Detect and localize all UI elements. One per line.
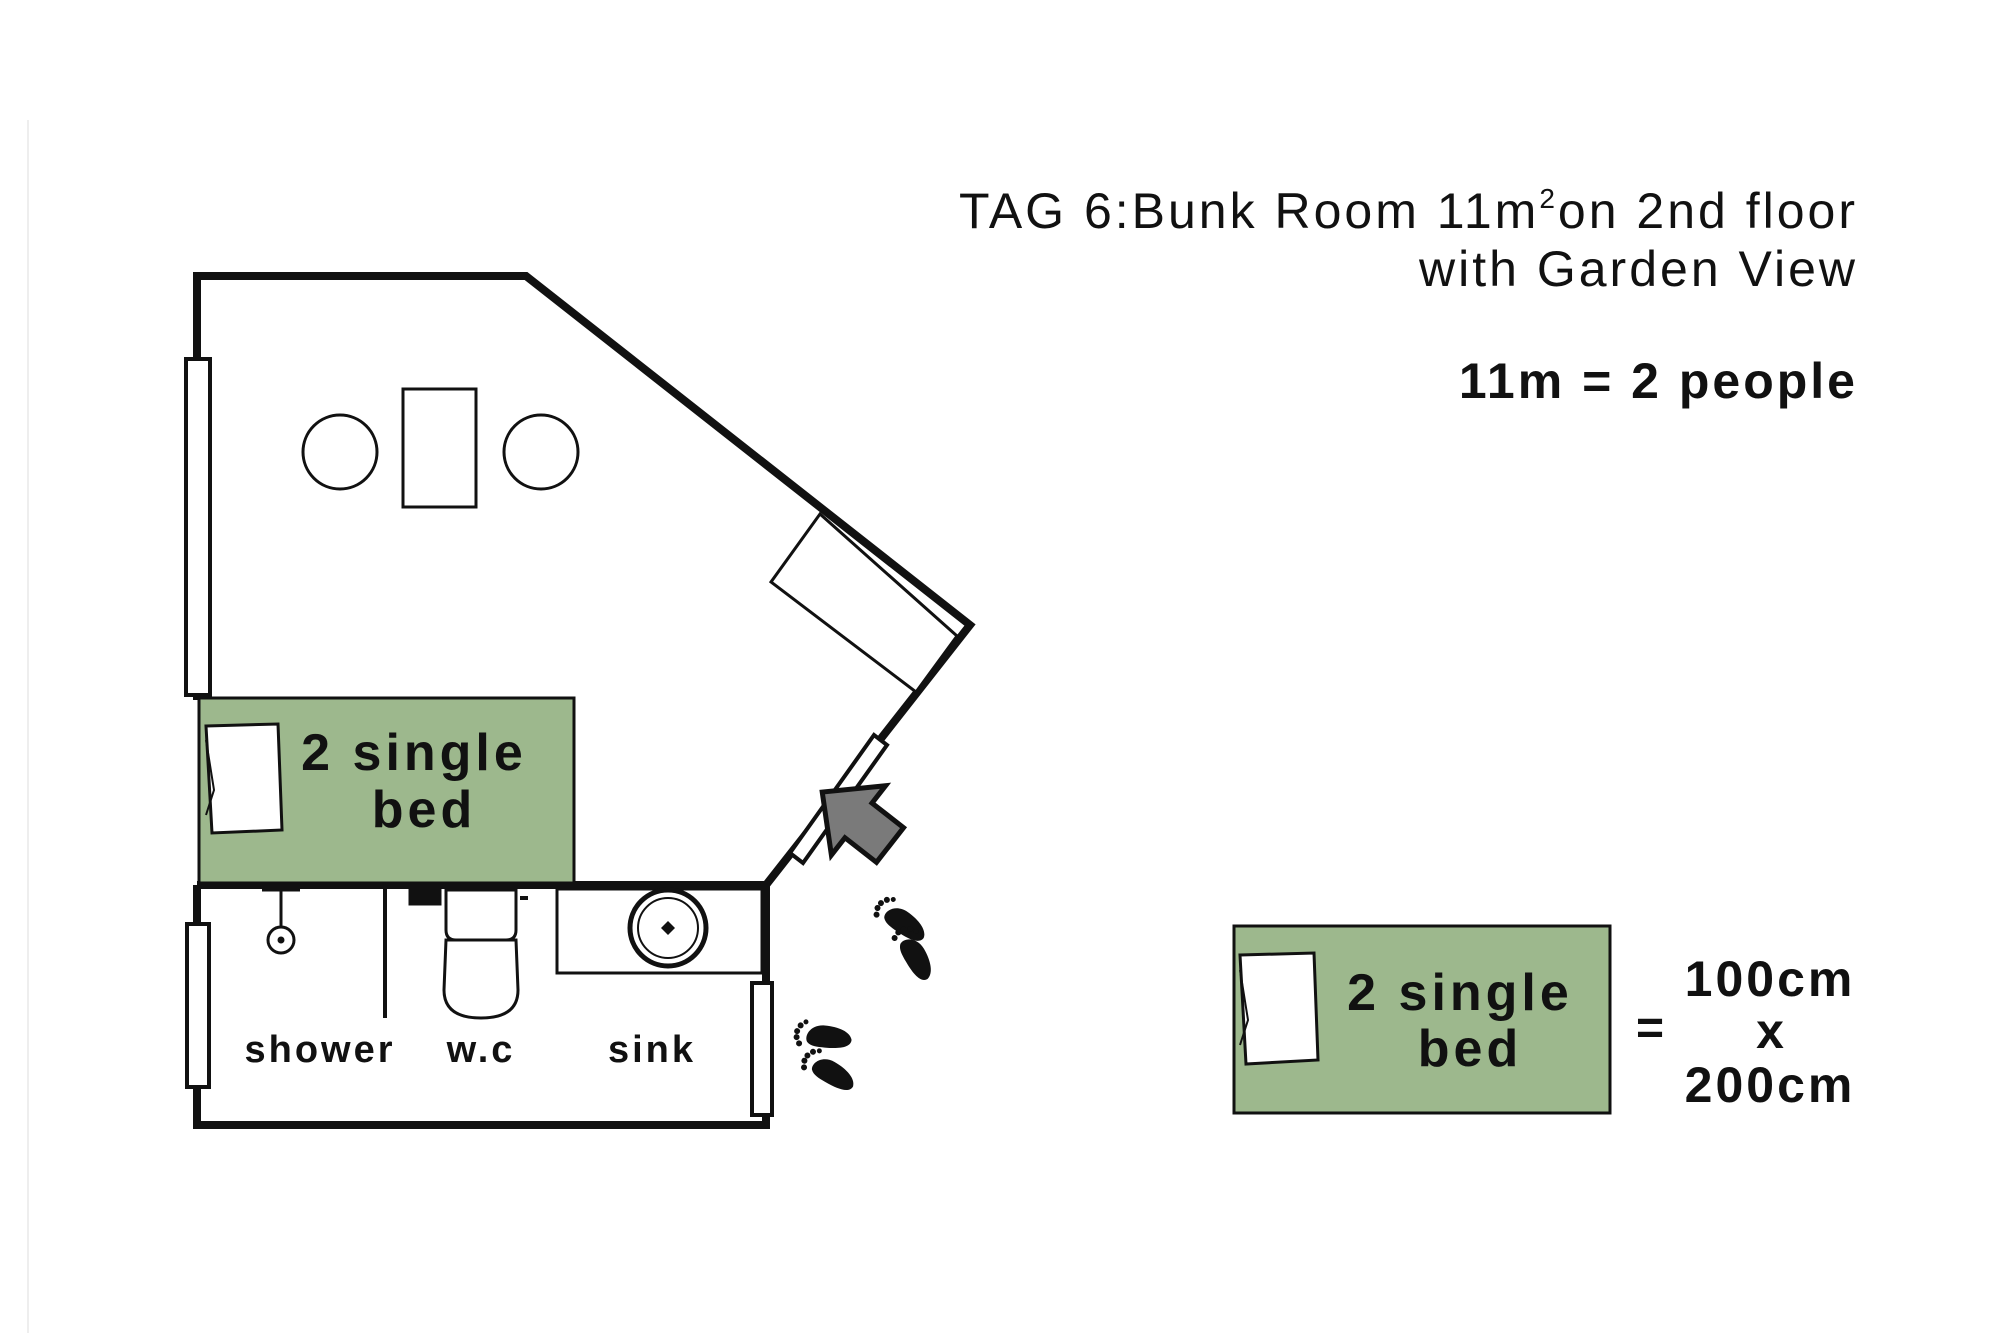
- entrance-arrow-icon: [819, 782, 908, 866]
- bed-label-line-1: 2 single: [301, 724, 527, 782]
- shower-label: shower: [244, 1029, 395, 1071]
- title-superscript: 2: [1539, 183, 1558, 214]
- pillow-icon: [204, 722, 284, 835]
- room-walls: [193, 272, 976, 889]
- legend-bed-label-line-1: 2 single: [1347, 964, 1573, 1022]
- sink-label: sink: [608, 1029, 696, 1071]
- title-line-1: TAG 6:Bunk Room 11m2on 2nd floor: [959, 183, 1858, 239]
- wc-label: w.c: [446, 1029, 516, 1071]
- legend-size-line-1: 100cm: [1685, 951, 1856, 1007]
- stool-right: [502, 413, 580, 491]
- sink-basin-icon: [627, 887, 709, 969]
- bed-size-legend: 2 single bed = 100cm x 200cm: [1232, 924, 1856, 1115]
- title-line-2: with Garden View: [1418, 241, 1858, 297]
- table-set: [301, 387, 580, 509]
- title-block: TAG 6:Bunk Room 11m2on 2nd floor with Ga…: [959, 183, 1858, 409]
- footprints-icon: [793, 896, 931, 1090]
- pillow-crease: [205, 739, 216, 816]
- title-line-1-suffix: on 2nd floor: [1558, 183, 1858, 239]
- shower-head-icon: [262, 886, 300, 955]
- stool-left: [301, 413, 379, 491]
- legend-pillow-crease: [1239, 969, 1250, 1046]
- title-line-1-prefix: TAG 6:Bunk Room 11m: [959, 183, 1539, 239]
- capacity-label: 11m = 2 people: [1459, 353, 1858, 409]
- window-left: [184, 357, 212, 697]
- bunk-bed: 2 single bed: [197, 696, 576, 885]
- legend-equals: =: [1636, 1002, 1664, 1055]
- legend-size-line-2: x: [1756, 1003, 1784, 1059]
- legend-size-line-3: 200cm: [1685, 1057, 1856, 1113]
- legend-bed-label-line-2: bed: [1418, 1020, 1522, 1078]
- legend-pillow-icon: [1238, 951, 1320, 1066]
- bed-label-line-2: bed: [372, 781, 476, 839]
- window-bathroom: [185, 922, 211, 1089]
- table: [401, 387, 478, 509]
- bathroom-door: [750, 981, 774, 1117]
- toilet-icon: [408, 888, 528, 1020]
- wardrobe: [768, 511, 960, 695]
